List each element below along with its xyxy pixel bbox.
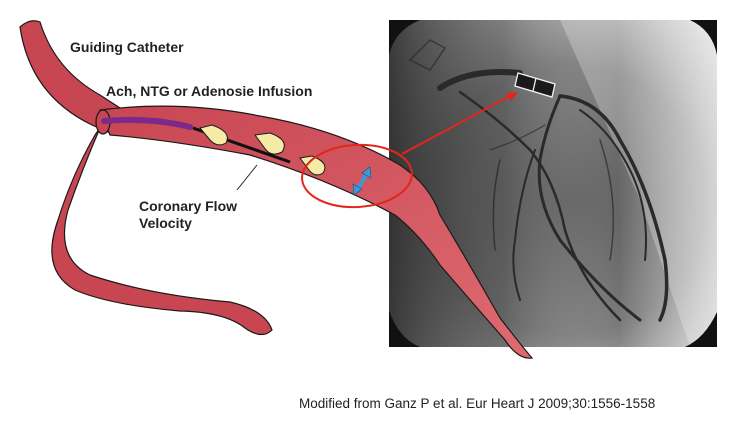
infusion-catheter bbox=[101, 116, 193, 130]
guiding-catheter-label: Guiding Catheter bbox=[70, 39, 184, 55]
coronary-flow-velocity-label: Coronary Flow Velocity bbox=[139, 198, 237, 232]
flow-velocity-pointer bbox=[236, 164, 258, 191]
highlight-circle bbox=[301, 143, 413, 209]
source-caption: Modified from Ganz P et al. Eur Heart J … bbox=[299, 396, 656, 411]
guiding-catheter-tube bbox=[19, 20, 121, 133]
branch-vessel bbox=[51, 127, 273, 336]
plaque bbox=[299, 155, 326, 176]
coronary-flow-velocity-line1: Coronary Flow bbox=[139, 198, 238, 214]
plaques bbox=[199, 124, 326, 176]
plaque bbox=[199, 124, 228, 146]
coronary-flow-velocity-line2: Velocity bbox=[139, 215, 192, 231]
angiogram-image bbox=[389, 20, 717, 347]
stent-marker bbox=[514, 72, 556, 98]
infusion-label: Ach, NTG or Adenosie Infusion bbox=[106, 83, 313, 99]
plaque bbox=[254, 132, 285, 155]
coronary-arteries bbox=[408, 39, 669, 322]
diameter-arrow bbox=[352, 166, 372, 196]
highlight-arrow bbox=[401, 92, 518, 155]
